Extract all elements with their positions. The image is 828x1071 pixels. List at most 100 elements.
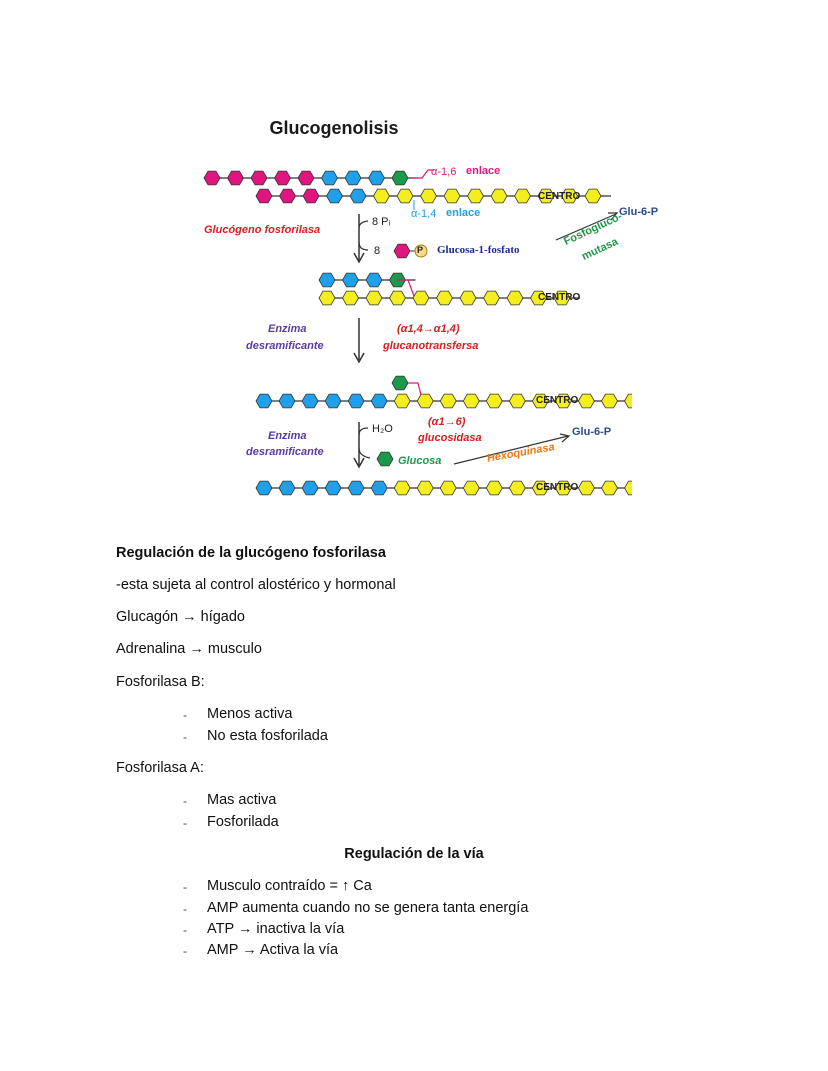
glucose-unit [342,272,359,288]
glucose-unit [436,290,453,306]
label-enzima-2b: desramificante [246,446,324,458]
glucose-unit [412,290,430,306]
figure-title: Glucogenolisis [269,118,399,138]
glucose-unit [297,170,315,186]
list-item-via-1: Musculo contraído = ↑ Ca [207,878,372,894]
glucose-unit [508,393,526,409]
glucose-unit [347,393,365,409]
glucose-unit [462,393,480,409]
text-line-adrenalina: Adrenalina → musculo [116,641,262,657]
label-enzima-1a: Enzima [268,323,307,335]
glucose-unit [416,480,434,496]
glucose-unit [531,393,549,409]
glucose-unit [467,188,484,204]
text-line-control: -esta sujeta al control alostérico y hor… [116,577,396,593]
label-glucosa: Glucosa [398,455,442,467]
glucose-unit [274,170,291,186]
glucose-unit [250,170,268,186]
glucose-unit [368,170,385,186]
label-8: 8 [374,245,381,257]
glucose-unit [342,290,359,306]
arrow-head [353,457,365,469]
arrow-head [608,212,619,221]
glucose-unit [537,188,555,204]
glucose-unit [302,188,320,204]
glucose-unit [318,272,336,288]
label-glucosid-b: glucosidasa [418,432,482,444]
label-alpha16: α-1,6 [431,166,457,178]
glucose-unit [490,188,508,204]
bullet-dash: - [183,880,187,894]
label-transf-a: (α1,4→α1,4) [397,323,460,335]
glucose-unit [347,480,365,496]
label-glucosid-a: (α1→6) [428,416,466,428]
list-item-via-2: AMP aumenta cuando no se genera tanta en… [207,900,529,916]
bullet-dash: - [183,923,187,937]
glucose-unit [301,480,319,496]
glucose-unit [462,480,480,496]
label-enzima-1b: desramificante [246,340,324,352]
glucose-unit [376,451,394,467]
diagram-canvas [203,169,632,496]
glucose-unit [370,393,388,409]
glucose-unit [553,290,571,306]
label-glu6p-1: Glu-6-P [619,206,659,218]
bullet-dash: - [183,902,187,916]
glucose-unit [420,188,437,204]
glucose-unit [584,188,602,204]
label-glucogeno-fosforilasa: Glucógeno fosforilasa [204,224,321,236]
glucose-unit [318,290,336,306]
list-item-via-4: AMP → Activa la vía [207,942,339,958]
label-centro-1: CENTRO [538,191,581,202]
glucose-unit [530,290,547,306]
glucose-unit [324,393,342,409]
glu6p-arrow-1 [555,213,617,241]
glucose-unit [393,243,411,259]
glucose-unit [439,393,457,409]
glucose-unit [278,480,296,496]
list-item-fosfa-1: Mas activa [207,792,277,808]
bullet-dash: - [183,794,187,808]
label-8pi: 8 Pᵢ [372,216,391,228]
bullet-dash: - [183,708,187,722]
bullet-dash: - [183,730,187,744]
label-enzima-2a: Enzima [268,430,307,442]
alpha16-link [412,169,434,179]
glucose-unit [393,480,411,496]
glucose-unit [485,480,503,496]
glucose-unit [321,170,338,186]
label-p: P [417,245,424,255]
list-item-fosfb-1: Menos activa [207,706,293,722]
glucose-unit [439,480,457,496]
pi-curve [358,220,369,229]
label-h2o: H₂O [372,423,393,435]
alpha16-branch-link [408,382,423,400]
glucose-unit [301,393,319,409]
glucose-unit [554,480,572,496]
glucose-unit [279,188,296,204]
glucose-unit [483,290,500,306]
glucose-unit [601,393,618,409]
glucose-unit [514,188,531,204]
list-item-fosfb-2: No esta fosforilada [207,728,328,744]
glycogenolysis-diagram: Glucogenolisis α-1,6 enlace CENTRO α-1,4… [196,110,658,510]
label-centro-3: CENTRO [536,395,579,406]
h2o-curve [358,427,369,436]
label-enlace1: enlace [466,165,501,177]
glucose-unit [531,480,549,496]
glucose-unit [577,393,595,409]
label-alpha14: α-1,4 [411,208,437,220]
glucose-unit [278,393,296,409]
text-fosforilasa-b: Fosforilasa B: [116,674,205,690]
heading-regulacion-via: Regulación de la vía [344,846,484,862]
label-transf-b: glucanotransfersa [383,340,479,352]
glucose-unit [349,188,367,204]
label-enlace2: enlace [446,207,481,219]
glucose-unit [624,393,632,409]
list-item-via-3: ATP → inactiva la vía [207,921,345,937]
arrow-head [353,352,365,364]
glucose-unit [255,480,273,496]
glucose-unit [416,393,434,409]
glucose-unit [324,480,342,496]
glucose-unit [459,290,477,306]
